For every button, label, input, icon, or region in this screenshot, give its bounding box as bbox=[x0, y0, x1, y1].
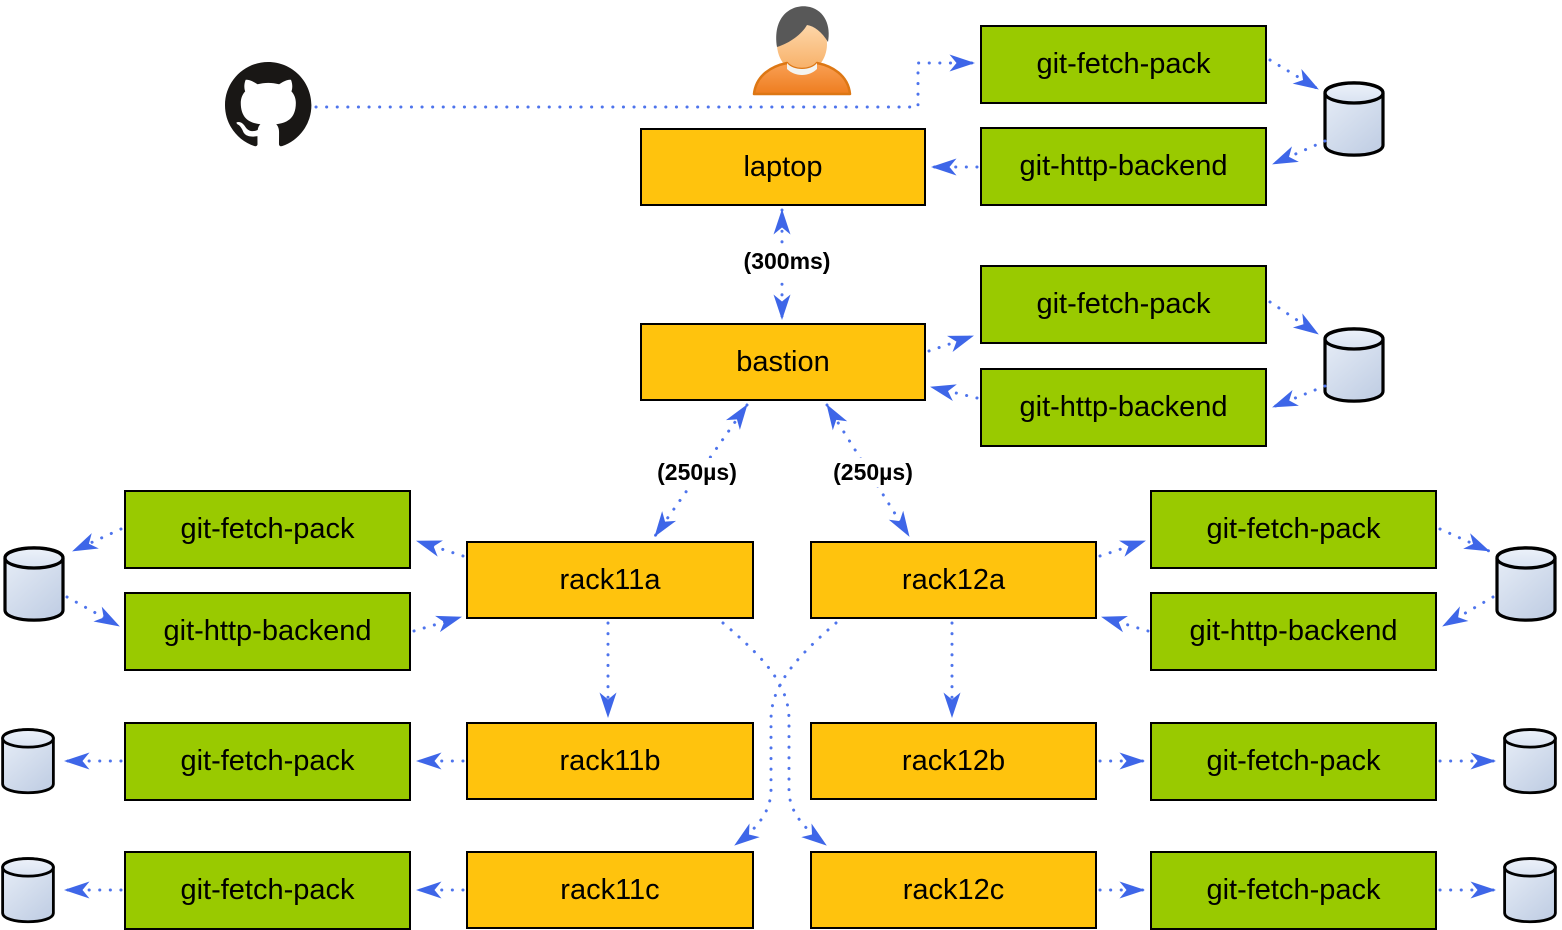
database-icon bbox=[3, 546, 65, 622]
person-icon bbox=[752, 6, 852, 96]
database-icon bbox=[1, 728, 55, 795]
service-git-fetch-pack-laptop: git-fetch-pack bbox=[980, 25, 1267, 104]
service-git-fetch-pack-rack11b: git-fetch-pack bbox=[124, 722, 411, 801]
database-icon bbox=[1503, 857, 1557, 924]
node-rack12a: rack12a bbox=[810, 541, 1097, 619]
service-git-fetch-pack-rack12a: git-fetch-pack bbox=[1150, 490, 1437, 569]
latency-label-bastion-rack12a: (250µs) bbox=[806, 458, 940, 487]
latency-label-bastion-rack11a: (250µs) bbox=[630, 458, 764, 487]
service-git-fetch-pack-rack11a: git-fetch-pack bbox=[124, 490, 411, 569]
node-rack11c: rack11c bbox=[466, 851, 754, 929]
service-git-http-backend-rack11a: git-http-backend bbox=[124, 592, 411, 671]
github-icon bbox=[225, 62, 312, 147]
database-icon bbox=[1495, 546, 1557, 622]
node-rack12c: rack12c bbox=[810, 851, 1097, 929]
database-icon bbox=[1503, 728, 1557, 795]
database-icon bbox=[1323, 327, 1385, 403]
service-git-http-backend-bastion: git-http-backend bbox=[980, 368, 1267, 447]
service-git-fetch-pack-rack12c: git-fetch-pack bbox=[1150, 851, 1437, 930]
node-bastion: bastion bbox=[640, 323, 926, 401]
node-rack11b: rack11b bbox=[466, 722, 754, 800]
service-git-fetch-pack-rack12b: git-fetch-pack bbox=[1150, 722, 1437, 801]
service-git-http-backend-rack12a: git-http-backend bbox=[1150, 592, 1437, 671]
service-git-http-backend-laptop: git-http-backend bbox=[980, 127, 1267, 206]
node-rack11a: rack11a bbox=[466, 541, 754, 619]
database-icon bbox=[1, 857, 55, 924]
service-git-fetch-pack-bastion: git-fetch-pack bbox=[980, 265, 1267, 344]
node-laptop: laptop bbox=[640, 128, 926, 206]
database-icon bbox=[1323, 81, 1385, 157]
latency-label-laptop-bastion: (300ms) bbox=[712, 247, 862, 276]
node-rack12b: rack12b bbox=[810, 722, 1097, 800]
service-git-fetch-pack-rack11c: git-fetch-pack bbox=[124, 851, 411, 930]
